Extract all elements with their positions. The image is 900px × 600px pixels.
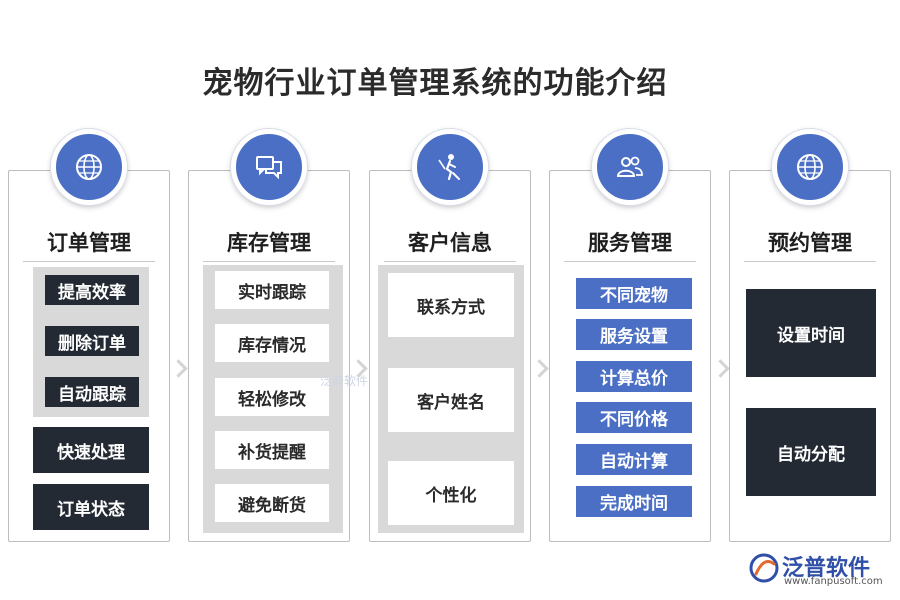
list-item: 订单状态 <box>33 484 149 530</box>
logo-name: 泛普软件 <box>782 556 871 581</box>
users-icon <box>592 129 668 205</box>
list-item: 自动计算 <box>576 444 692 475</box>
logo-mark-icon <box>749 553 779 583</box>
list-item: 轻松修改 <box>215 378 329 416</box>
chat-bubbles-icon <box>231 129 307 205</box>
watermark: 泛普软件 <box>320 374 369 388</box>
list-item: 设置时间 <box>746 289 876 377</box>
person-pointer-icon <box>412 129 488 205</box>
column-title: 预约管理 <box>744 227 876 262</box>
globe-icon <box>772 129 848 205</box>
list-item: 个性化 <box>388 461 514 525</box>
list-item: 联系方式 <box>388 273 514 337</box>
page-title: 宠物行业订单管理系统的功能介绍 <box>202 66 668 101</box>
list-item: 完成时间 <box>576 486 692 517</box>
column-customer-info: 客户信息 联系方式 客户姓名 个性化 <box>369 129 531 542</box>
chevron-right-icon <box>169 359 188 378</box>
list-item: 自动跟踪 <box>45 377 139 407</box>
list-item: 库存情况 <box>215 324 329 362</box>
brand-logo: 泛普软件 www.fanpusoft.com <box>748 548 888 592</box>
list-item: 自动分配 <box>746 408 876 496</box>
column-service-management: 服务管理 不同宠物 服务设置 计算总价 不同价格 自动计算 完成时间 <box>549 129 711 542</box>
column-title: 库存管理 <box>203 227 335 262</box>
list-item: 实时跟踪 <box>215 271 329 309</box>
column-appointment-management: 预约管理 设置时间 自动分配 <box>729 129 891 542</box>
list-item: 避免断货 <box>215 484 329 522</box>
chevron-right-icon <box>530 359 549 378</box>
column-title: 服务管理 <box>564 227 696 262</box>
list-item: 计算总价 <box>576 361 692 392</box>
list-item: 提高效率 <box>45 275 139 305</box>
globe-icon <box>51 129 127 205</box>
list-item: 不同宠物 <box>576 278 692 309</box>
list-item: 删除订单 <box>45 326 139 356</box>
list-item: 服务设置 <box>576 319 692 350</box>
chevron-right-icon <box>711 359 730 378</box>
column-order-management: 订单管理 提高效率 删除订单 自动跟踪 快速处理 订单状态 <box>8 129 170 542</box>
logo-url: www.fanpusoft.com <box>784 576 883 587</box>
list-item: 快速处理 <box>33 427 149 473</box>
list-item: 客户姓名 <box>388 368 514 432</box>
column-inventory-management: 库存管理 实时跟踪 库存情况 轻松修改 补货提醒 避免断货 <box>188 129 350 542</box>
column-title: 订单管理 <box>23 227 155 262</box>
list-item: 不同价格 <box>576 402 692 433</box>
column-title: 客户信息 <box>384 227 516 262</box>
list-item: 补货提醒 <box>215 431 329 469</box>
